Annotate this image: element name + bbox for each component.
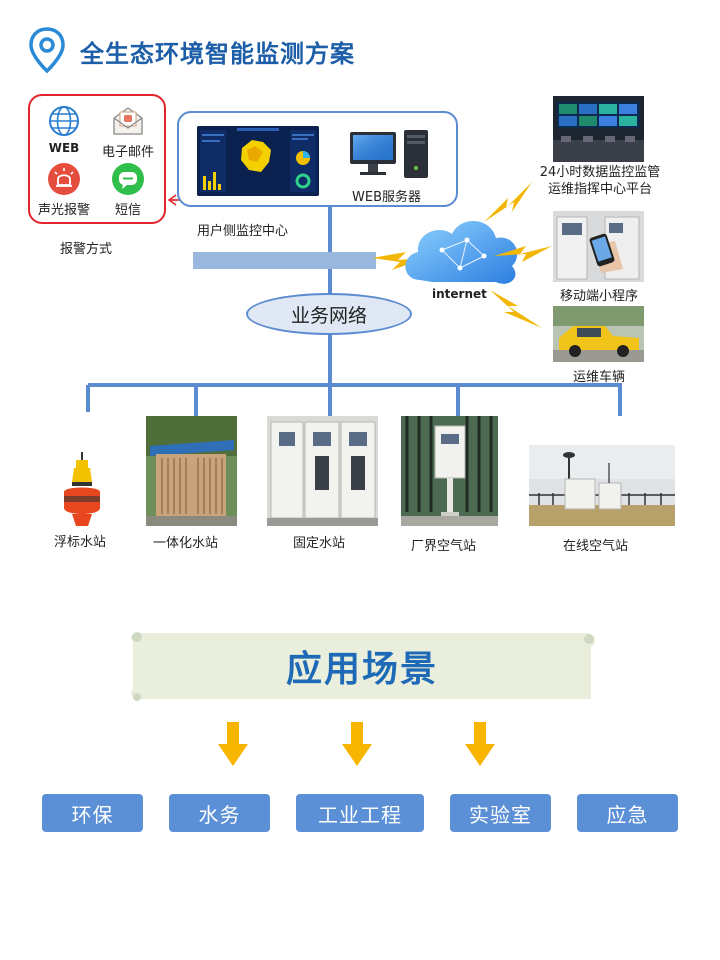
- alarm-caption: 报警方式: [60, 242, 113, 257]
- arrow-down-icon: [342, 722, 372, 766]
- boundary-air-station-image: [401, 416, 498, 526]
- command-center-label: 24小时数据监控监管 运维指挥中心平台: [539, 165, 661, 197]
- page-title: 全生态环境智能监测方案: [80, 40, 355, 68]
- alarm-item-sms: 短信: [96, 162, 160, 218]
- alarm-item-web: WEB: [32, 104, 96, 156]
- station-label-integrated: 一体化水站: [153, 536, 219, 551]
- arrow-down-icon: [218, 722, 248, 766]
- station-label-buoy: 浮标水站: [54, 535, 107, 550]
- alarm-light-icon: [48, 163, 80, 195]
- alarm-label-web: WEB: [48, 141, 80, 155]
- access-bar: [193, 252, 376, 269]
- alarm-item-sound-light: 声光报警: [32, 162, 96, 218]
- internet-cloud-group: [372, 182, 552, 328]
- business-network-label: 业务网络: [290, 304, 367, 327]
- alarm-item-email: 电子邮件: [96, 104, 160, 160]
- fixed-water-station-image: [267, 416, 378, 526]
- globe-icon: [49, 106, 79, 136]
- email-icon: [113, 107, 143, 135]
- scenario-emergency: 应急: [577, 794, 678, 832]
- scenario-title: 应用场景: [285, 649, 438, 690]
- vehicle-label: 运维车辆: [572, 370, 625, 385]
- internet-label: internet: [432, 287, 487, 301]
- location-pin-icon: [29, 27, 65, 73]
- business-network-node: 业务网络: [246, 293, 412, 335]
- web-server-image: [350, 130, 428, 178]
- scenario-environment: 环保: [42, 794, 143, 832]
- alarm-label-email: 电子邮件: [101, 145, 154, 160]
- command-center-photo: [553, 96, 644, 162]
- station-label-online-air: 在线空气站: [563, 539, 629, 554]
- arrow-down-icon: [465, 722, 495, 766]
- mobile-app-label: 移动端小程序: [559, 289, 638, 304]
- alarm-methods-box: WEB 电子邮件 声光报警 短信: [28, 94, 166, 224]
- scenario-water: 水务: [169, 794, 270, 832]
- scenario-laboratory: 实验室: [450, 794, 551, 832]
- online-air-station-image: [529, 445, 675, 526]
- monitor-center-label: 用户侧监控中心: [197, 224, 289, 239]
- mobile-app-photo: [553, 211, 644, 282]
- alarm-label-sound-light: 声光报警: [37, 203, 90, 218]
- station-label-fixed-water: 固定水站: [293, 536, 346, 551]
- scenario-banner: [130, 632, 595, 701]
- buoy-station-image: [64, 452, 100, 526]
- vehicle-photo: [553, 306, 644, 362]
- web-server-label: WEB服务器: [352, 190, 421, 205]
- sms-icon: [112, 163, 144, 195]
- scenario-industrial: 工业工程: [296, 794, 424, 832]
- station-label-boundary-air: 厂界空气站: [411, 539, 477, 554]
- integrated-station-image: [146, 416, 237, 526]
- alarm-label-sms: 短信: [114, 203, 141, 218]
- dashboard-screen-image: [197, 126, 319, 196]
